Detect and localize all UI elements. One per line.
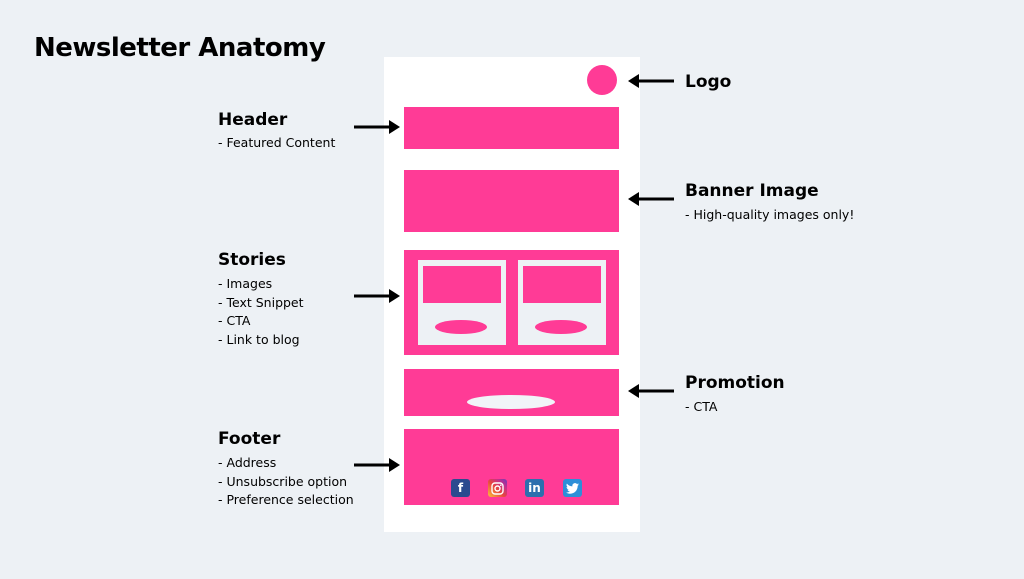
- story-cta-button: [535, 320, 587, 334]
- banner-block: [404, 170, 619, 232]
- story-cta-button: [435, 320, 487, 334]
- footer-label-title: Footer: [218, 429, 281, 449]
- list-item: - Featured Content: [218, 135, 336, 150]
- list-item: - Unsubscribe option: [218, 473, 348, 489]
- list-item: - CTA: [685, 399, 718, 414]
- linkedin-icon: in: [525, 479, 544, 497]
- footer-block: f in: [404, 429, 619, 505]
- arrow-icon: [354, 120, 400, 134]
- story-card: [518, 260, 606, 345]
- promotion-label-title: Promotion: [685, 373, 785, 393]
- stories-block: [404, 250, 619, 355]
- banner-label-list: - High-quality images only!: [685, 206, 854, 225]
- footer-label-list: - Address - Unsubscribe option - Prefere…: [218, 454, 354, 510]
- arrow-icon: [628, 192, 674, 206]
- newsletter-mockup: f in: [384, 57, 640, 532]
- promotion-label-list: - CTA: [685, 398, 717, 417]
- promotion-block: [404, 369, 619, 416]
- story-card: [418, 260, 506, 345]
- stories-label-title: Stories: [218, 250, 286, 270]
- arrow-icon: [628, 74, 674, 88]
- logo-block: [587, 65, 617, 95]
- facebook-icon: f: [451, 479, 470, 497]
- story-image: [423, 266, 501, 303]
- header-label-title: Header: [218, 110, 288, 130]
- list-item: - High-quality images only!: [685, 207, 855, 222]
- header-label-list: - Featured Content: [218, 134, 335, 153]
- arrow-icon: [628, 384, 674, 398]
- list-item: - Preference selection: [218, 492, 354, 508]
- logo-label-title: Logo: [685, 72, 732, 92]
- list-item: - Link to blog: [218, 332, 300, 348]
- twitter-icon: [563, 479, 582, 497]
- page-title: Newsletter Anatomy: [34, 33, 326, 63]
- story-image: [523, 266, 601, 303]
- list-item: - Images: [218, 276, 273, 291]
- instagram-icon: [488, 479, 507, 497]
- list-item: - CTA: [218, 313, 251, 329]
- arrow-icon: [354, 289, 400, 303]
- header-block: [404, 107, 619, 149]
- stories-label-list: - Images - Text Snippet - CTA - Link to …: [218, 275, 304, 350]
- list-item: - Address: [218, 455, 277, 470]
- banner-label-title: Banner Image: [685, 181, 819, 201]
- list-item: - Text Snippet: [218, 294, 304, 310]
- arrow-icon: [354, 458, 400, 472]
- promotion-cta-button: [467, 395, 555, 409]
